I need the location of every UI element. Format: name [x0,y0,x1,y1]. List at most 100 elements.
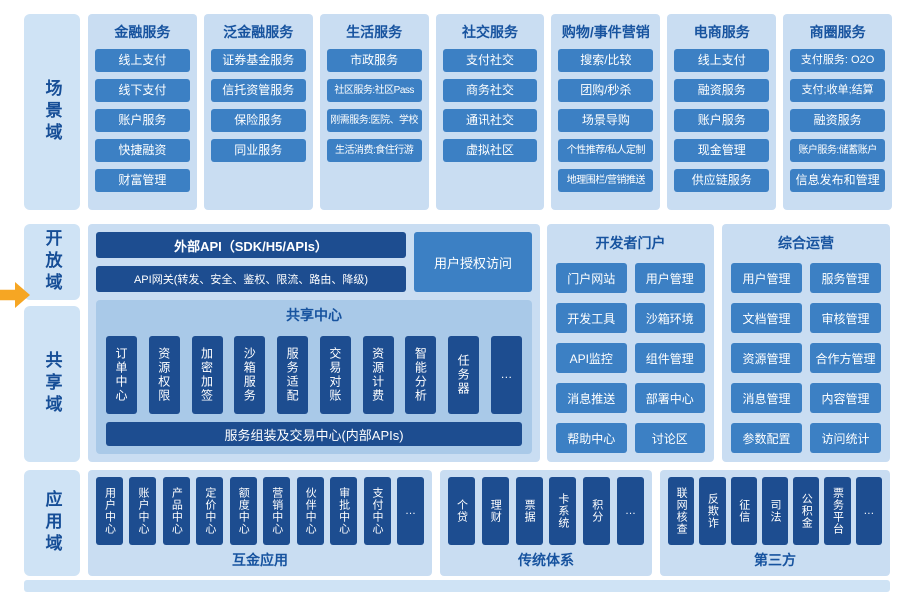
app-item: 审批中心 [330,477,358,545]
column-title: 商圈服务 [809,24,866,40]
service-item: 线上支付 [674,49,770,72]
app-group-title: 第三方 [754,552,796,568]
service-item: 融资服务 [674,79,770,102]
service-item: 供应链服务 [674,169,770,192]
service-item: 同业服务 [210,139,306,162]
app-group-items: 用户中心 账户中心 产品中心 定价中心 额度中心 营销中心 伙伴中心 审批中心 … [96,477,424,545]
app-group-title: 传统体系 [518,552,574,568]
column-title: 购物/事件营销 [561,24,650,40]
app-group-internet-finance: 用户中心 账户中心 产品中心 定价中心 额度中心 营销中心 伙伴中心 审批中心 … [88,470,432,576]
app-item: 定价中心 [196,477,224,545]
shared-center-title: 共享中心 [286,307,342,323]
open-api-zone: 外部API（SDK/H5/APIs） API网关(转发、安全、鉴权、限流、路由、… [96,232,532,292]
service-item: 个性推荐/私人定制 [558,139,654,162]
scenario-column-financial: 金融服务 线上支付 线下支付 账户服务 快捷融资 财富管理 [88,14,197,210]
operations-item: 资源管理 [731,343,802,373]
app-item: 积分 [583,477,611,545]
shared-center-item: 交易对账 [319,336,351,414]
portal-item: 讨论区 [634,423,705,453]
portal-item: 用户管理 [634,263,705,293]
shared-center-item: 资源计费 [362,336,394,414]
service-item: 账户服务:储蓄账户 [790,139,886,162]
portal-item: 消息推送 [556,383,627,413]
app-group-items: 联网核查 反欺诈 征信 司法 公积金 票务平台 … [668,477,882,545]
service-item: 场景导购 [558,109,654,132]
shared-center-item: 加密加签 [191,336,223,414]
operations-item: 合作方管理 [810,343,881,373]
shared-center-panel: 共享中心 订单中心 资源权限 加密加签 沙箱服务 服务适配 交易对账 资源计费 … [96,300,532,454]
column-title: 生活服务 [346,24,403,40]
app-item: 伙伴中心 [296,477,324,545]
app-group-third-party: 联网核查 反欺诈 征信 司法 公积金 票务平台 … 第三方 [660,470,890,576]
app-item: 征信 [730,477,757,545]
operations-panel: 综合运营 用户管理 服务管理 文档管理 审核管理 资源管理 合作方管理 消息管理… [722,224,890,462]
portal-item: 门户网站 [556,263,627,293]
service-item: 证券基金服务 [210,49,306,72]
service-item: 快捷融资 [95,139,190,162]
shared-center-item-ellipsis: … [490,336,522,414]
app-group-items: 个贷 理财 票据 卡系统 积分 … [448,477,644,545]
app-item: 票据 [515,477,543,545]
service-item: 线下支付 [95,79,190,102]
service-item: 支付;收单;结算 [790,79,886,102]
service-item: 市政服务 [326,49,422,72]
app-item: 个贷 [448,477,475,545]
shared-center-item: 资源权限 [148,336,180,414]
app-item: 用户中心 [96,477,123,545]
service-item: 信托资管服务 [210,79,306,102]
operations-item: 服务管理 [810,263,881,293]
app-item: 司法 [761,477,789,545]
app-group-traditional: 个贷 理财 票据 卡系统 积分 … 传统体系 [440,470,652,576]
scenario-column-shopping: 购物/事件营销 搜索/比较 团购/秒杀 场景导购 个性推荐/私人定制 地理围栏/… [551,14,661,210]
portal-item: 开发工具 [556,303,627,333]
shared-center-item: 服务适配 [277,336,309,414]
service-item: 地理围栏/营销推送 [558,169,654,192]
developer-portal-title: 开发者门户 [595,235,666,251]
column-title: 社交服务 [462,24,518,40]
domain-label-shared: 共享域 [24,306,80,462]
scenario-domain-row: 金融服务 线上支付 线下支付 账户服务 快捷融资 财富管理 泛金融服务 证券基金… [88,14,893,210]
scenario-column-ecommerce: 电商服务 线上支付 融资服务 账户服务 现金管理 供应链服务 [667,14,777,210]
operations-item: 参数配置 [731,423,802,453]
service-item: 支付服务: O2O [790,49,886,72]
service-item: 虚拟社区 [442,139,538,162]
portal-item: 组件管理 [634,343,705,373]
internal-api-bar: 服务组装及交易中心(内部APIs) [106,422,522,446]
bottom-strip [24,580,890,592]
shared-center-item: 智能分析 [405,336,437,414]
service-item: 线上支付 [95,49,190,72]
shared-center-item: 沙箱服务 [234,336,266,414]
developer-portal-panel: 开发者门户 门户网站 用户管理 开发工具 沙箱环境 API监控 组件管理 消息推… [547,224,714,462]
service-item: 融资服务 [790,109,886,132]
shared-center-item: 任务器 [448,336,480,414]
shared-center-item: 订单中心 [106,336,137,414]
service-item: 财富管理 [95,169,190,192]
domain-label-open: 开放域 [24,224,80,300]
scenario-column-social: 社交服务 支付社交 商务社交 通讯社交 虚拟社区 [435,14,545,210]
operations-items: 用户管理 服务管理 文档管理 审核管理 资源管理 合作方管理 消息管理 内容管理… [731,263,881,453]
service-item: 社区服务:社区Pass [326,79,422,102]
operations-item: 用户管理 [731,263,802,293]
app-item: 票务平台 [824,477,851,545]
service-item: 刚需服务:医院、学校 [326,109,422,132]
app-item: 营销中心 [263,477,291,545]
service-item: 通讯社交 [442,109,538,132]
api-gateway-bar: API网关(转发、安全、鉴权、限流、路由、降级) [96,266,406,292]
app-item: 额度中心 [229,477,257,545]
domain-label-scenario: 场景域 [24,14,80,210]
service-item: 搜索/比较 [558,49,654,72]
app-item: 卡系统 [549,477,577,545]
domain-label-application: 应用域 [24,470,80,576]
shared-center-items: 订单中心 资源权限 加密加签 沙箱服务 服务适配 交易对账 资源计费 智能分析 … [106,336,522,414]
app-item: 支付中心 [363,477,391,545]
open-shared-panel: 外部API（SDK/H5/APIs） API网关(转发、安全、鉴权、限流、路由、… [88,224,540,462]
scenario-column-business-circle: 商圈服务 支付服务: O2O 支付;收单;结算 融资服务 账户服务:储蓄账户 信… [783,14,893,210]
scenario-column-pan-financial: 泛金融服务 证券基金服务 信托资管服务 保险服务 同业服务 [203,14,313,210]
app-group-title: 互金应用 [232,552,288,568]
app-item-ellipsis: … [855,477,882,545]
service-item: 账户服务 [95,109,190,132]
column-title: 电商服务 [693,24,750,40]
app-item: 账户中心 [129,477,157,545]
scenario-column-life: 生活服务 市政服务 社区服务:社区Pass 刚需服务:医院、学校 生活消费:食住… [319,14,429,210]
service-item: 商务社交 [442,79,538,102]
